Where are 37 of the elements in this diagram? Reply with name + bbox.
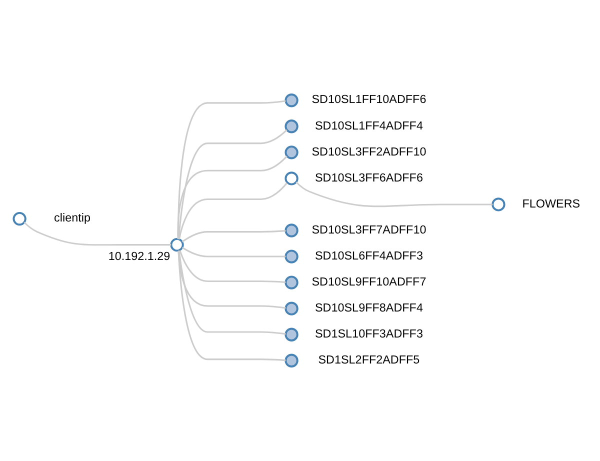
node-label: SD1SL2FF2ADFF5: [318, 354, 420, 366]
node-label: SD10SL1FF4ADFF4: [314, 119, 423, 132]
node-circle: [284, 328, 298, 342]
connector: [24, 222, 172, 246]
node-circle: [284, 250, 298, 264]
node-circle: [284, 172, 298, 186]
node-label: SD1SL10FF3ADFF3: [314, 327, 423, 340]
connector: [182, 246, 286, 258]
node-label: SD10SL1FF10ADFF6: [312, 93, 426, 106]
node-label: SD10SL3FF7ADFF10: [312, 223, 426, 236]
node-circle: [284, 94, 298, 108]
node-circle: [284, 302, 298, 316]
connector: [179, 250, 286, 283]
connector: [177, 156, 288, 240]
node-label: FLOWERS: [522, 197, 580, 210]
node-label: SD10SL3FF6ADFF6: [314, 171, 423, 184]
connector: [182, 230, 286, 242]
node-circle: [284, 120, 298, 134]
node-circle: [170, 238, 184, 252]
connector: [178, 250, 286, 335]
connector: [178, 182, 288, 240]
node-label: clientip: [54, 212, 90, 225]
node-circle: [12, 212, 26, 226]
node-circle: [284, 146, 298, 160]
node-label: SD10SL9FF10ADFF7: [312, 275, 426, 288]
connector: [178, 129, 288, 239]
node-label: SD10SL9FF8ADFF4: [314, 301, 423, 314]
node-label: SD10SL3FF2ADFF10: [312, 145, 426, 158]
node-circle: [284, 354, 298, 368]
connector: [178, 250, 286, 309]
node-circle: [284, 224, 298, 238]
node-circle: [492, 198, 506, 212]
connector: [296, 182, 493, 208]
node-label: 10.192.1.29: [108, 250, 170, 264]
connector: [178, 250, 286, 362]
node-circle: [284, 276, 298, 290]
node-label: SD10SL6FF4ADFF3: [314, 249, 423, 262]
